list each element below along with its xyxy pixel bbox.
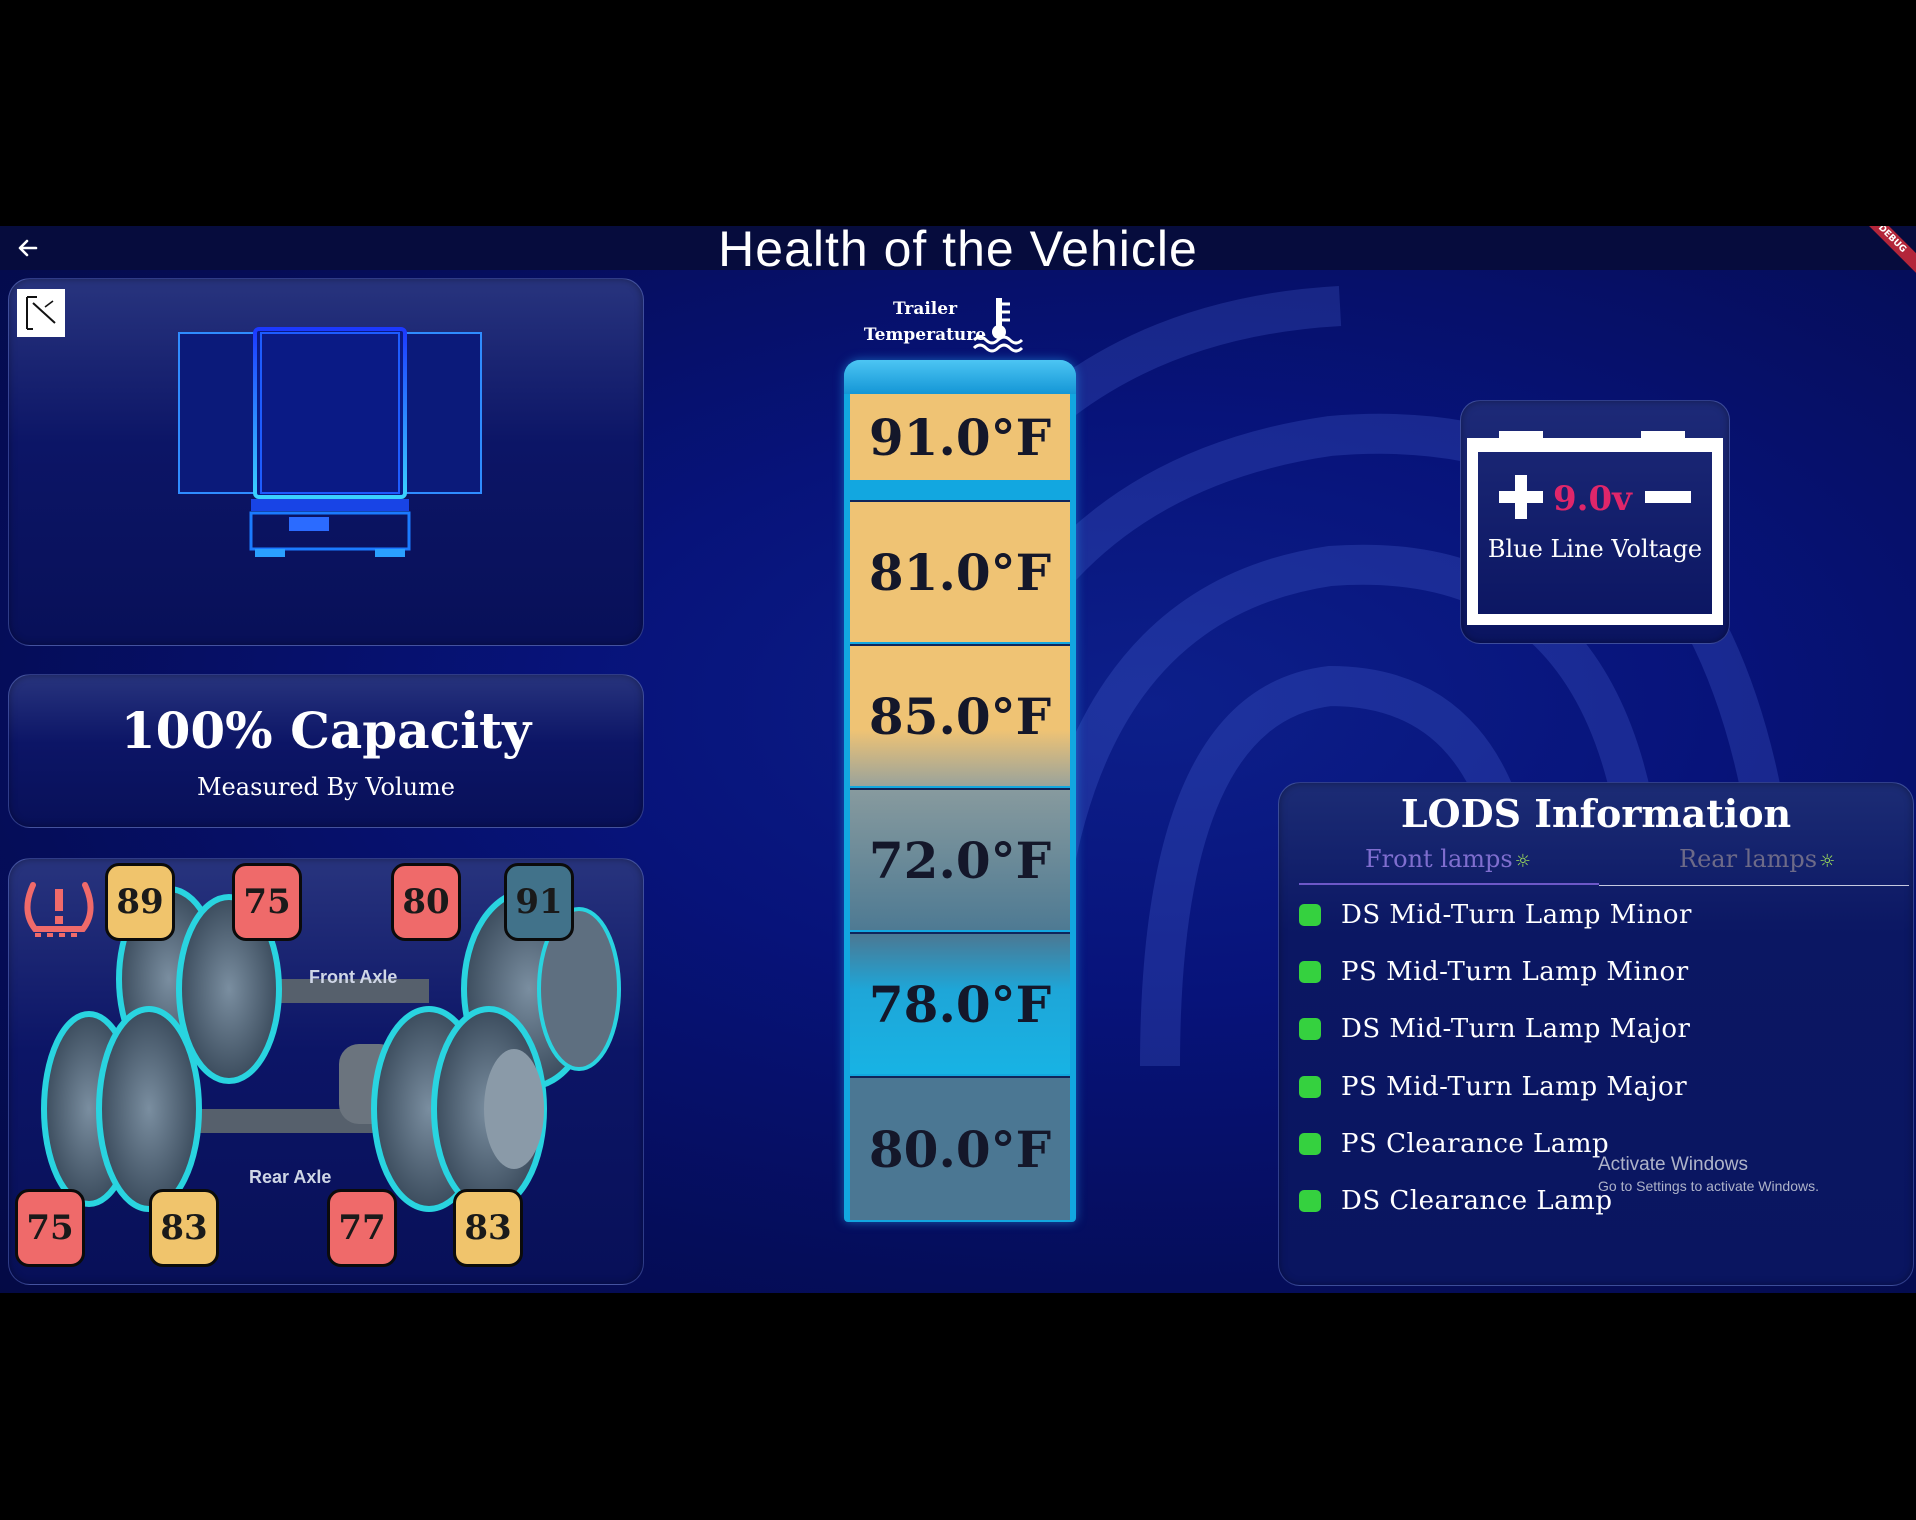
- bulb-icon: ☼: [1819, 851, 1836, 872]
- battery-voltage-value: 9.0v: [1553, 479, 1632, 519]
- bulb-icon: ☼: [1514, 851, 1531, 872]
- trailer-view-card: [8, 278, 644, 646]
- lamp-item-label: DS Mid-Turn Lamp Minor: [1341, 900, 1692, 930]
- tire-front-left-outer[interactable]: 89: [105, 863, 175, 941]
- temp-zone-2: 81.0°F: [850, 500, 1070, 642]
- trailer-temperature-column: 91.0°F 81.0°F 85.0°F 72.0°F 78.0°F 80.0°…: [844, 360, 1076, 1222]
- axle-illustration: [41, 886, 621, 1212]
- tire-front-right-inner[interactable]: 80: [391, 863, 461, 941]
- lamp-status-indicator: [1299, 904, 1321, 926]
- activation-line2: Go to Settings to activate Windows.: [1598, 1178, 1819, 1194]
- lamp-item-label: PS Clearance Lamp: [1341, 1129, 1610, 1159]
- front-axle-label: Front Axle: [309, 967, 398, 987]
- temp-title-line1: Trailer: [892, 299, 958, 319]
- lamp-item-label: PS Mid-Turn Lamp Minor: [1341, 957, 1689, 987]
- rear-axle-label: Rear Axle: [249, 1167, 332, 1187]
- capacity-card: 100% Capacity Measured By Volume: [8, 674, 644, 828]
- tire-rear-left-outer[interactable]: 75: [15, 1189, 85, 1267]
- tire-rear-right-outer[interactable]: 83: [453, 1189, 523, 1267]
- lamp-item-label: DS Clearance Lamp: [1341, 1186, 1613, 1216]
- lods-information-card: LODS Information Front lamps☼ Rear lamps…: [1278, 782, 1914, 1286]
- temperature-column-cap: [844, 360, 1076, 394]
- trailer-rear-illustration: [178, 327, 482, 557]
- tab-divider: [1599, 885, 1909, 886]
- lamp-item: PS Clearance Lamp: [1299, 1124, 1609, 1164]
- battery-icon: [1467, 431, 1723, 625]
- battery-voltage-card: 9.0v Blue Line Voltage: [1460, 400, 1730, 644]
- tab-rear-lamps[interactable]: Rear lamps☼: [1679, 845, 1835, 873]
- lamp-item: DS Mid-Turn Lamp Minor: [1299, 895, 1692, 935]
- tire-front-right-outer[interactable]: 91: [504, 863, 574, 941]
- battery-voltage-label: Blue Line Voltage: [1487, 535, 1703, 563]
- lamp-item-label: DS Mid-Turn Lamp Major: [1341, 1014, 1691, 1044]
- temp-zone-5: 78.0°F: [850, 932, 1070, 1074]
- tab-rear-lamps-label: Rear lamps: [1679, 845, 1818, 873]
- tire-rear-right-inner[interactable]: 77: [327, 1189, 397, 1267]
- coolant-temperature-icon: [972, 298, 1024, 353]
- temp-zone-1: 91.0°F: [850, 394, 1070, 480]
- tire-front-left-inner[interactable]: 75: [232, 863, 302, 941]
- lamp-item: DS Mid-Turn Lamp Major: [1299, 1009, 1690, 1049]
- lamp-item: PS Mid-Turn Lamp Minor: [1299, 952, 1689, 992]
- activation-line1: Activate Windows: [1598, 1154, 1748, 1175]
- temp-title-line2: Temperature: [863, 325, 987, 345]
- active-tab-indicator: [1299, 883, 1599, 885]
- tire-pressure-card: Front Axle Rear Axle 89 75 80 91 75 83 7…: [8, 858, 644, 1285]
- door-open-icon: [26, 296, 56, 330]
- lamp-status-indicator: [1299, 1133, 1321, 1155]
- windows-activation-watermark: Activate Windows Go to Settings to activ…: [1598, 1154, 1819, 1194]
- lamp-status-indicator: [1299, 1018, 1321, 1040]
- back-arrow-icon[interactable]: [14, 234, 42, 262]
- tab-front-lamps[interactable]: Front lamps☼: [1365, 845, 1531, 873]
- lamp-item: DS Clearance Lamp: [1299, 1181, 1612, 1221]
- vehicle-health-screen: Health of the Vehicle DEBUG: [0, 226, 1916, 1293]
- tire-rear-left-inner[interactable]: 83: [149, 1189, 219, 1267]
- top-bar: Health of the Vehicle DEBUG: [0, 226, 1916, 280]
- lamp-status-indicator: [1299, 1076, 1321, 1098]
- expand-door-button[interactable]: [17, 289, 65, 337]
- lamp-item-label: PS Mid-Turn Lamp Major: [1341, 1072, 1688, 1102]
- temp-zone-3: 85.0°F: [850, 644, 1070, 786]
- lods-title: LODS Information: [1400, 791, 1792, 836]
- lamp-status-indicator: [1299, 1190, 1321, 1212]
- temp-zone-4: 72.0°F: [850, 788, 1070, 930]
- capacity-subtitle: Measured By Volume: [196, 773, 456, 801]
- trailer-temperature-title: Trailer Temperature: [860, 296, 990, 348]
- tire-pressure-warning-icon: [24, 882, 94, 937]
- temp-zone-6: 80.0°F: [850, 1076, 1070, 1220]
- capacity-value: 100% Capacity: [120, 701, 532, 760]
- page-title: Health of the Vehicle: [718, 226, 1198, 277]
- lamp-status-indicator: [1299, 961, 1321, 983]
- tab-front-lamps-label: Front lamps: [1365, 845, 1513, 873]
- lamp-item: PS Mid-Turn Lamp Major: [1299, 1067, 1687, 1107]
